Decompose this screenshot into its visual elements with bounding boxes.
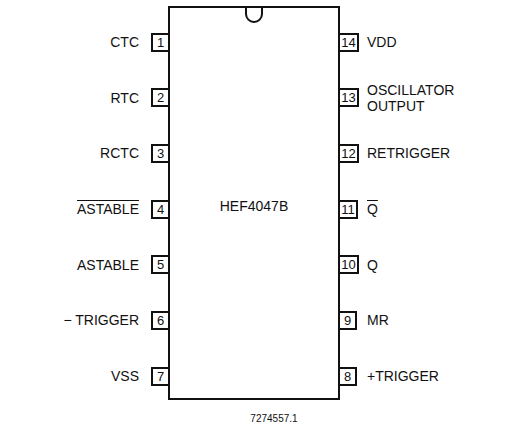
pin-name: RETRIGGER — [367, 145, 450, 161]
part-number: HEF4047B — [220, 198, 288, 214]
pin-name: +TRIGGER — [367, 368, 439, 384]
pin-number: 14 — [341, 36, 355, 49]
pin-name: VDD — [367, 34, 397, 50]
pin-number: 3 — [157, 147, 164, 160]
pin-box: 11 — [338, 200, 358, 219]
pin-number: 11 — [341, 203, 355, 216]
pin-number: 9 — [344, 314, 351, 327]
pin-name: CTC — [110, 34, 139, 50]
pin-box: 14 — [338, 33, 359, 52]
pin-name: ASTABLE — [77, 201, 139, 217]
pin-box: 2 — [151, 88, 170, 107]
pin-number: 2 — [157, 91, 164, 104]
pin-number: 12 — [341, 147, 355, 160]
pin-name: VSS — [111, 368, 139, 384]
pin-box: 6 — [151, 311, 170, 330]
pin-box: 13 — [338, 88, 359, 107]
pin-name: RCTC — [100, 145, 139, 161]
pin-box: 8 — [338, 367, 357, 386]
pin-name: RTC — [110, 90, 139, 106]
pin-box: 4 — [151, 200, 170, 219]
pin-box: 1 — [151, 33, 170, 52]
pin-number: 5 — [157, 258, 164, 271]
pin-number: 1 — [157, 36, 164, 49]
pin-box: 10 — [338, 255, 359, 274]
pin-number: 13 — [341, 91, 355, 104]
pin-number: 10 — [341, 258, 355, 271]
pin1-notch — [246, 6, 262, 22]
pin-box: 3 — [151, 144, 170, 163]
pin-number: 4 — [157, 203, 164, 216]
pin-box: 9 — [338, 311, 357, 330]
pin-name: ASTABLE — [77, 257, 139, 273]
pin-number: 7 — [157, 370, 164, 383]
pin-box: 7 — [151, 367, 170, 386]
pin-name: Q — [367, 201, 378, 217]
ic-body: HEF4047B1234567891011121314 — [168, 6, 340, 400]
pin-box: 5 — [151, 255, 170, 274]
pin-number: 8 — [344, 370, 351, 383]
pin-name: OSCILLATOR OUTPUT — [367, 82, 492, 114]
pin-box: 12 — [338, 144, 359, 163]
pin-name: Q — [367, 257, 378, 273]
pin-name: − TRIGGER — [63, 312, 139, 328]
pin-name: MR — [367, 312, 389, 328]
drawing-number: 7274557.1 — [250, 413, 297, 425]
pin-number: 6 — [157, 314, 164, 327]
